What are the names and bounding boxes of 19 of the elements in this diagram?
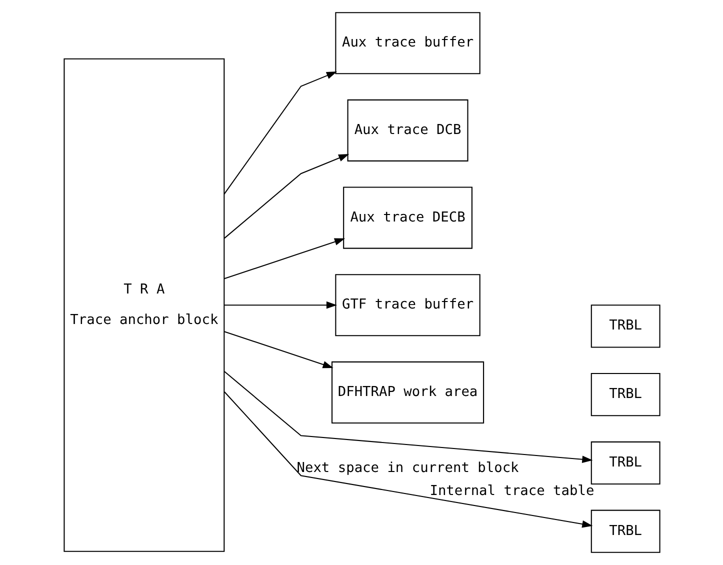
node-box: TRBL [590, 441, 660, 485]
arrow [224, 392, 592, 528]
arrow [224, 301, 336, 309]
node-box: DFHTRAP work area [330, 361, 484, 424]
node-box: TRBL [590, 373, 660, 416]
arrow [223, 72, 337, 194]
arrow [224, 154, 349, 239]
arrow [224, 238, 345, 280]
node-box: GTF trace buffer [334, 274, 480, 336]
node-box: Aux trace DECB [342, 186, 472, 249]
node-box: T R A Trace anchor block [63, 58, 224, 552]
node-box: Aux trace buffer [334, 12, 480, 74]
edge-label: Next space in current block [296, 460, 518, 476]
arrow [224, 371, 592, 464]
node-box: TRBL [590, 510, 660, 553]
node-label: Internal trace table [429, 482, 594, 499]
node-box: TRBL [590, 304, 660, 348]
arrow [224, 331, 333, 368]
node-box: Aux trace DCB [346, 99, 468, 162]
